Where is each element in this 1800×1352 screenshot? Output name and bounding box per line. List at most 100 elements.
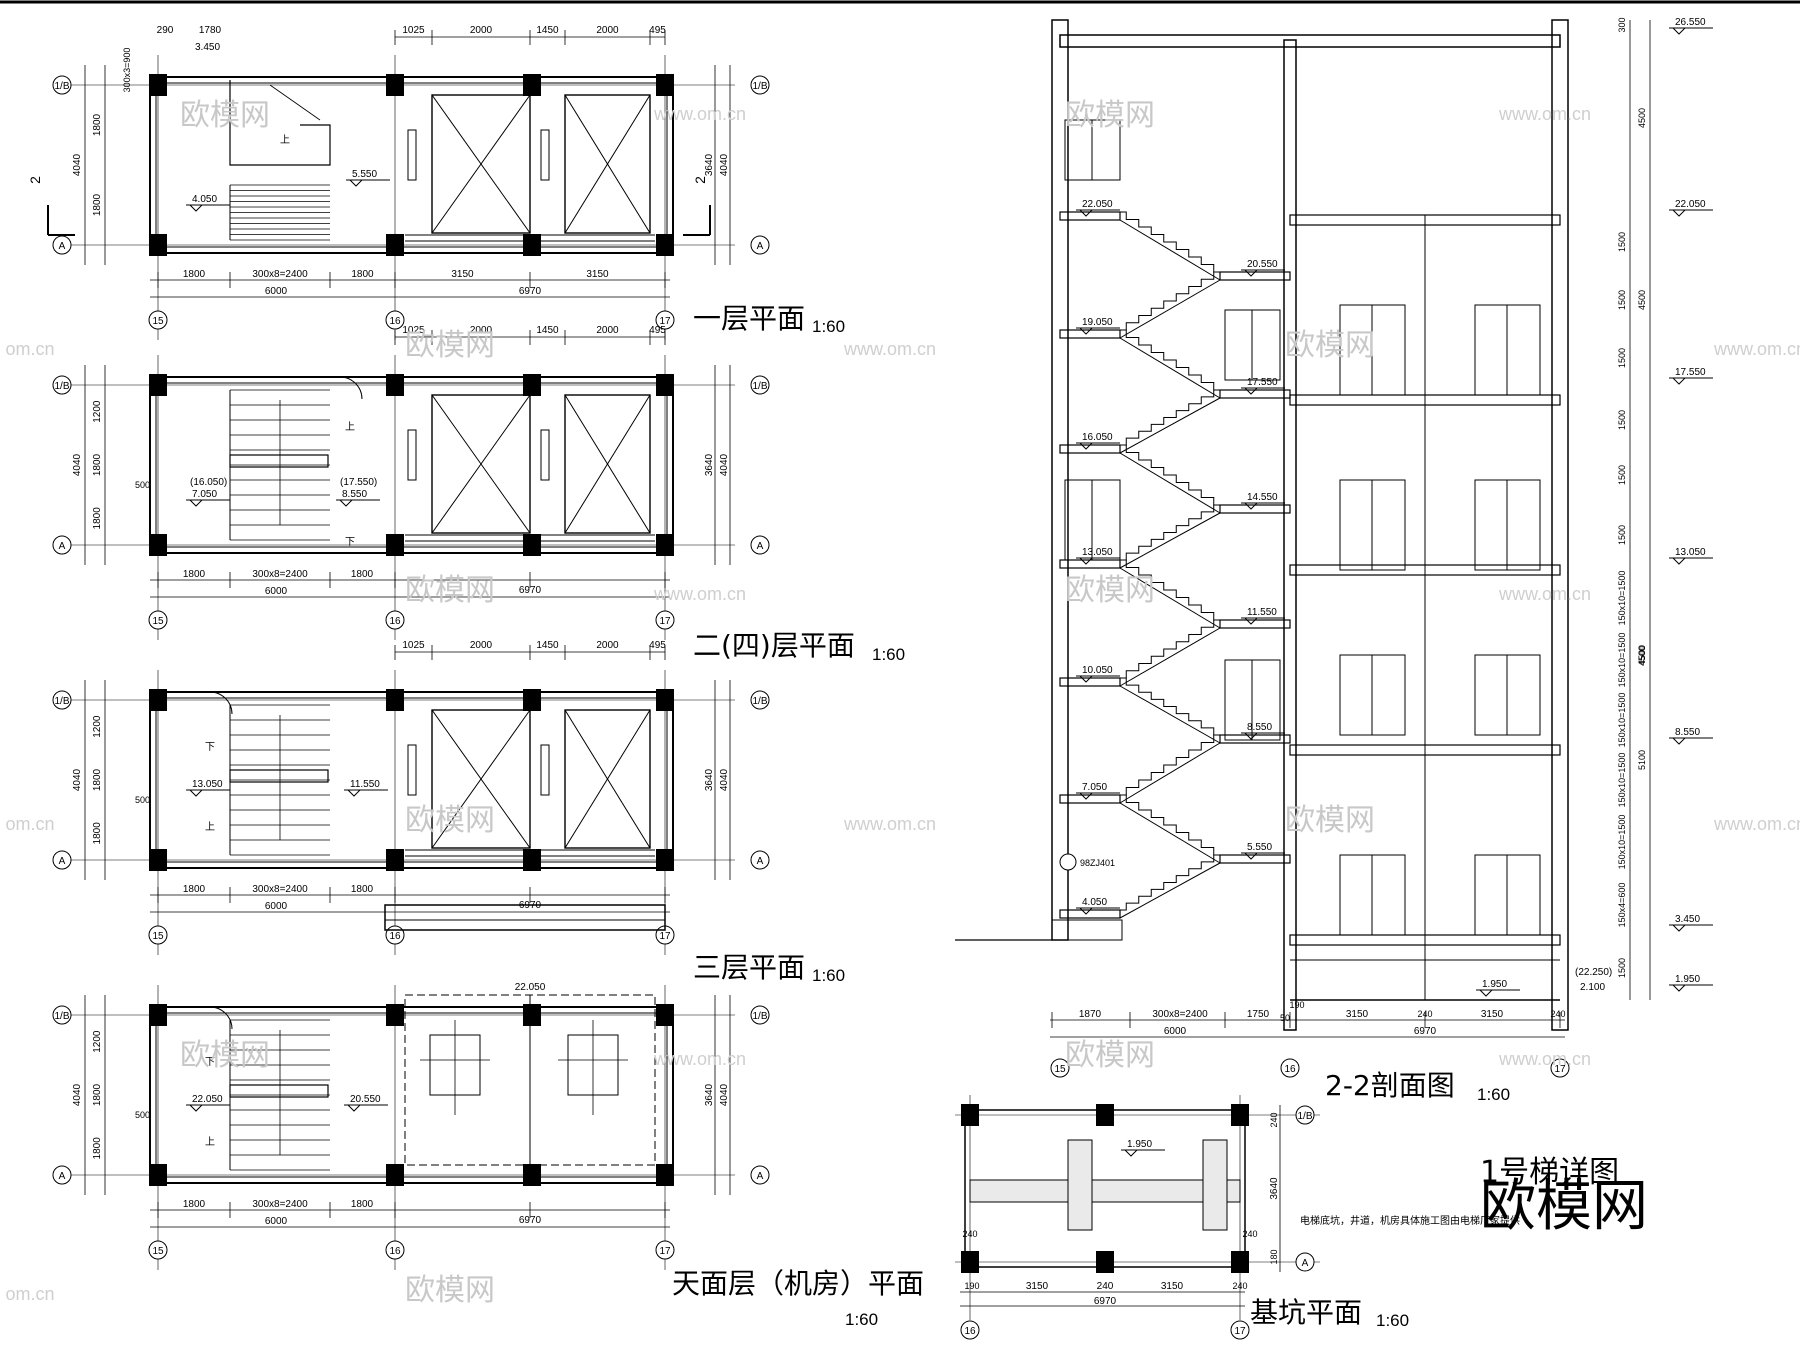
door-swing (339, 376, 363, 400)
stair-soffit (1119, 567, 1221, 629)
stair-flight (1120, 854, 1220, 911)
level-label: 3.450 (195, 42, 220, 53)
level-label: 5.550 (352, 169, 377, 180)
column (1096, 1251, 1114, 1273)
watermark-brand: 欧模网 (1285, 328, 1375, 363)
axis-label: A (59, 541, 66, 552)
watermark-url: om.cn (5, 814, 54, 834)
axis-bubble (52, 1165, 72, 1185)
axis-label: 16 (389, 316, 401, 327)
column (1231, 1104, 1249, 1126)
level-label: 8.550 (1247, 722, 1272, 733)
axis-label: 17 (659, 316, 671, 327)
axis-bubble (148, 1240, 168, 1260)
dim-label: 3150 (1346, 1009, 1369, 1020)
column (656, 689, 674, 711)
dim-label: 240 (962, 1229, 977, 1239)
up-label: 上 (280, 134, 290, 146)
axis-label: 16 (389, 1246, 401, 1257)
dim-label: 1800 (92, 453, 103, 476)
watermark-url: www.om.cn (653, 584, 746, 604)
axis-bubble (750, 690, 770, 710)
watermark-brand: 欧模网 (405, 1273, 495, 1308)
dim-label: 1500 (1617, 290, 1627, 310)
outer-wall (149, 376, 674, 554)
dim-label: 3150 (1161, 1281, 1184, 1292)
section-cut-label: 2 (27, 176, 43, 184)
level-label: 11.550 (1247, 607, 1277, 618)
dim-label: 3640 (704, 453, 715, 476)
dim-label: 6970 (519, 286, 542, 297)
dim-label: 6970 (1094, 1296, 1117, 1307)
level-label: 7.050 (1082, 782, 1107, 793)
axis-bubble (52, 535, 72, 555)
pit-note: 电梯底坑，井道，机房具体施工图由电梯厂家提供 (1300, 1214, 1520, 1227)
dim-label: 3150 (586, 269, 609, 280)
level-label: 16.050 (1082, 432, 1113, 443)
counterweight (407, 429, 417, 481)
axis-bubble (385, 1240, 405, 1260)
dim-label: 6970 (519, 585, 542, 596)
pit-beam-vertical (1067, 1139, 1093, 1231)
axis-label: A (757, 856, 764, 867)
dim-label: 4040 (72, 768, 83, 791)
watermark-url: www.om.cn (1498, 104, 1591, 124)
inner-wall (155, 82, 668, 248)
elevator-shaft (431, 709, 531, 849)
elevator-shaft (431, 394, 531, 534)
axis-bubble (1295, 1252, 1315, 1272)
dim-label: 150x10=1500 (1617, 571, 1627, 626)
dim-label: 300x8=2400 (252, 269, 308, 280)
entry-step (1051, 919, 1123, 941)
level-label: 1.950 (1482, 979, 1507, 990)
dim-label: 1025 (402, 640, 425, 651)
level-label: 17.550 (1675, 367, 1706, 378)
axis-bubble (655, 1240, 675, 1260)
column (1231, 1251, 1249, 1273)
inner-wall (155, 1012, 668, 1178)
dim-label: 1800 (351, 1199, 374, 1210)
axis-label: A (757, 241, 764, 252)
level-label: 22.050 (192, 1094, 223, 1105)
axis-bubble (1280, 1058, 1300, 1078)
axis-bubble (148, 610, 168, 630)
detail-ref: 98ZJ401 (1080, 858, 1115, 868)
axis-label: 16 (389, 931, 401, 942)
dim-label: 240 (1417, 1009, 1432, 1019)
column (386, 849, 404, 871)
stair-soffit (1119, 279, 1221, 339)
section-title: 2-2剖面图 (1325, 1069, 1455, 1102)
inner-wall (155, 382, 668, 548)
dim-label: 1500 (1617, 232, 1627, 252)
axis-bubble (655, 310, 675, 330)
axis-label: 15 (152, 1246, 164, 1257)
landing-outline (229, 80, 331, 166)
axis-bubble (750, 75, 770, 95)
axis-label: 17 (659, 1246, 671, 1257)
dim-label: 1750 (1247, 1009, 1270, 1020)
brand-watermark: 欧模网 (1480, 1174, 1648, 1239)
dim-label: 3150 (1481, 1009, 1504, 1020)
dim-label: 3640 (1269, 1177, 1280, 1200)
axis-bubble (52, 850, 72, 870)
column (656, 74, 674, 96)
watermark-url: www.om.cn (843, 339, 936, 359)
stair-flight (1120, 794, 1220, 856)
axis-label: 17 (1554, 1064, 1566, 1075)
stair-railing (229, 769, 329, 783)
dim-label: 1025 (402, 325, 425, 336)
column (149, 849, 167, 871)
plan4-scale: 1:60 (845, 1310, 878, 1329)
axis-bubble (655, 610, 675, 630)
dim-label: 300x8=2400 (252, 884, 308, 895)
column (523, 374, 541, 396)
axis-label: 17 (659, 931, 671, 942)
axis-bubble (52, 690, 72, 710)
stair-flight (1120, 677, 1220, 736)
dim-label: 500 (135, 1110, 150, 1120)
dim-label: 2000 (596, 325, 619, 336)
column (149, 1164, 167, 1186)
